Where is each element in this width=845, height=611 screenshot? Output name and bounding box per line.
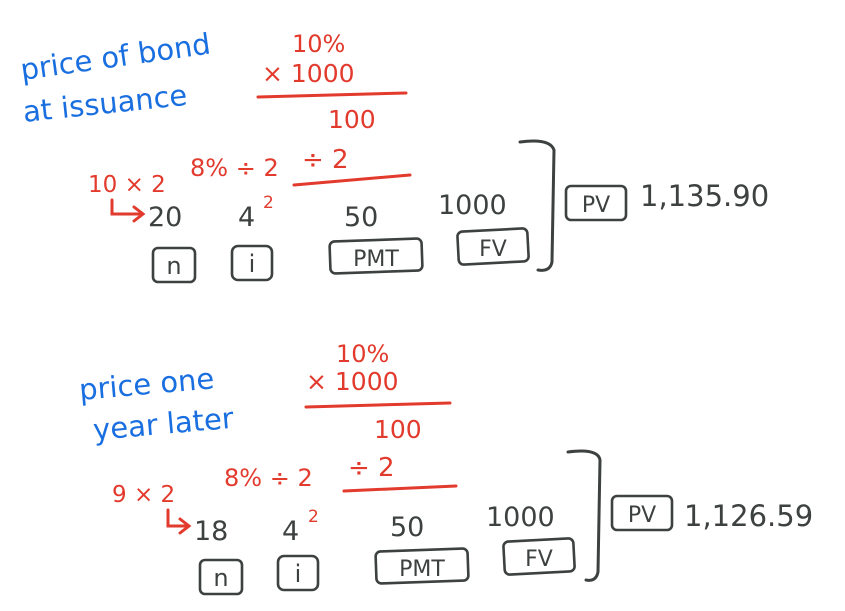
i-exponent-mark: 2 xyxy=(308,507,319,527)
face-multiplier: × 1000 xyxy=(262,59,355,88)
pv-key[interactable] xyxy=(610,494,674,532)
arrow-icon xyxy=(166,508,192,535)
pmt-value: 50 xyxy=(390,512,424,543)
fv-value: 1000 xyxy=(438,190,507,221)
multiply-underline xyxy=(256,91,408,99)
periods-calc: 9 × 2 xyxy=(112,482,175,508)
fv-key[interactable] xyxy=(502,537,576,576)
n-key[interactable] xyxy=(198,558,244,596)
input-bracket xyxy=(518,139,556,272)
pmt-key-label: PMT xyxy=(399,557,445,582)
pmt-divide: ÷ 2 xyxy=(348,453,395,483)
coupon-rate: 10% xyxy=(292,30,345,58)
i-key[interactable] xyxy=(276,554,320,592)
i-value: 4 xyxy=(282,516,299,547)
pmt-divide: ÷ 2 xyxy=(302,145,349,175)
n-value: 18 xyxy=(194,516,228,547)
pv-result: 1,135.90 xyxy=(640,179,769,213)
n-key-label: n xyxy=(213,564,228,592)
multiply-underline xyxy=(304,401,452,409)
fv-key-label: FV xyxy=(525,547,553,572)
n-key[interactable] xyxy=(151,246,197,284)
i-exponent-mark: 2 xyxy=(263,193,274,213)
i-key-label: i xyxy=(295,560,302,588)
fv-key[interactable] xyxy=(456,227,530,266)
rate-calc: 8% ÷ 2 xyxy=(224,464,313,492)
pmt-key-label: PMT xyxy=(353,247,399,272)
i-value: 4 xyxy=(238,202,255,233)
pv-key-label: PV xyxy=(582,193,610,218)
pv-result: 1,126.59 xyxy=(684,499,813,533)
rate-calc: 8% ÷ 2 xyxy=(190,154,279,182)
problem-title-line1: price one xyxy=(78,361,216,407)
input-bracket xyxy=(566,449,602,582)
i-key-label: i xyxy=(249,250,256,278)
pmt-key[interactable] xyxy=(328,237,424,275)
problem-title-line2: at issuance xyxy=(21,78,189,129)
pmt-underline xyxy=(292,173,412,187)
face-multiplier: × 1000 xyxy=(306,367,399,396)
problem-one-year-later: price one year later 10% × 1000 100 9 × … xyxy=(78,340,813,596)
problem-at-issuance: price of bond at issuance 10% × 1000 100… xyxy=(18,27,769,284)
pmt-divisor: 100 xyxy=(374,415,422,444)
pmt-underline xyxy=(342,484,458,493)
coupon-rate: 10% xyxy=(336,340,389,368)
periods-calc: 10 × 2 xyxy=(88,172,166,198)
n-key-label: n xyxy=(166,252,181,280)
pmt-divisor: 100 xyxy=(328,105,376,134)
n-value: 20 xyxy=(148,202,182,233)
pmt-value: 50 xyxy=(344,202,378,233)
problem-title-line2: year later xyxy=(92,401,235,447)
pmt-key[interactable] xyxy=(374,547,470,585)
fv-value: 1000 xyxy=(486,502,555,533)
pv-key[interactable] xyxy=(564,184,628,222)
pv-key-label: PV xyxy=(628,503,656,528)
fv-key-label: FV xyxy=(479,237,507,262)
i-key[interactable] xyxy=(230,244,274,282)
arrow-icon xyxy=(110,198,146,223)
